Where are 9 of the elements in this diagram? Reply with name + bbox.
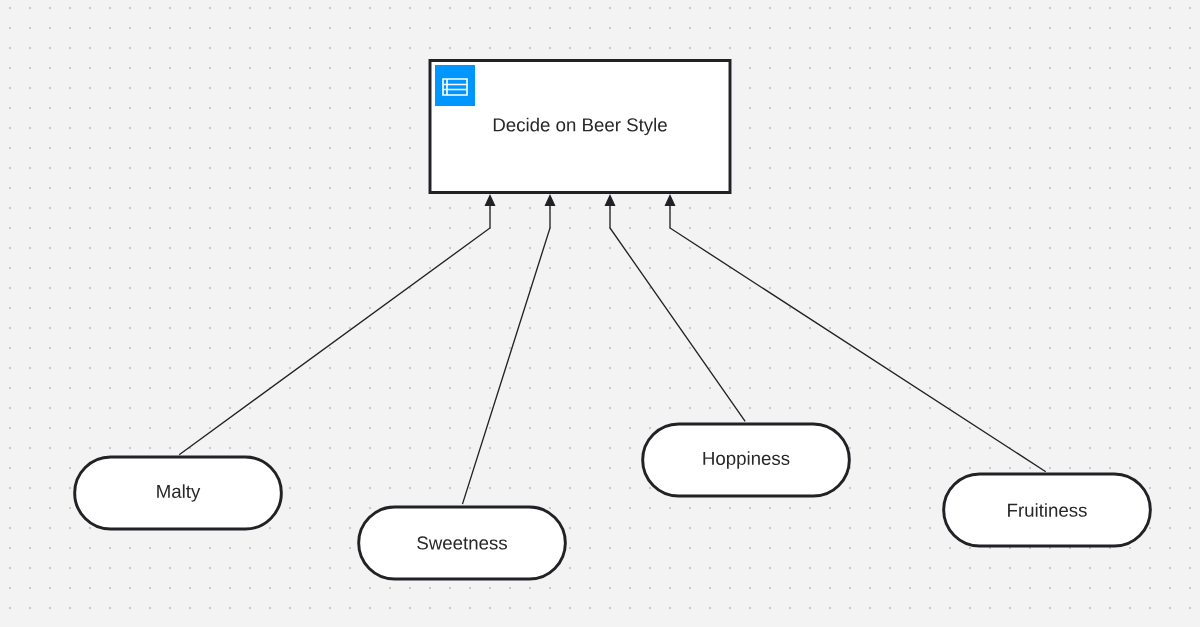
rounded-box: Fruitiness (942, 472, 1152, 548)
rounded-box: Hoppiness (641, 422, 851, 498)
arrow (604, 194, 746, 422)
arrow (664, 194, 1047, 473)
rounded-box: Sweetness (357, 505, 567, 581)
arrow (461, 194, 556, 505)
arrow (178, 194, 496, 456)
rounded-box: Malty (73, 455, 283, 531)
process-box: Decide on Beer Style (428, 59, 732, 194)
